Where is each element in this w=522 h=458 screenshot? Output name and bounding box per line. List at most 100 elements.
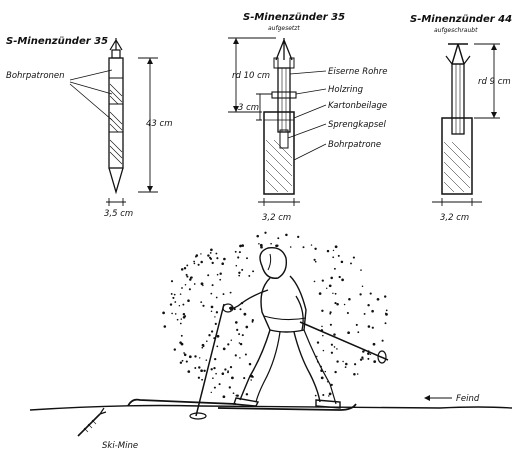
snow-dot — [170, 292, 173, 295]
snow-dot — [328, 392, 332, 396]
snow-dot — [332, 292, 334, 295]
snow-dot — [245, 325, 249, 329]
snow-dot — [314, 247, 317, 251]
snow-dot — [222, 347, 226, 351]
snow-dot — [198, 357, 201, 359]
snow-dot — [336, 348, 338, 350]
snow-dot — [200, 282, 204, 286]
snow-dot — [219, 278, 222, 281]
snow-dot — [367, 303, 370, 307]
snow-dot — [329, 323, 332, 326]
snow-dot — [215, 296, 218, 299]
snow-dot — [321, 309, 324, 313]
height-dimension — [138, 57, 158, 193]
snow-dot — [182, 313, 186, 316]
snow-dot — [238, 333, 241, 336]
snow-dot — [232, 392, 235, 395]
snow-dot — [197, 376, 201, 379]
figure-2-s-mine-fuze-35-attached: S-Minenzünder 35 aufgesetzt rd 10 cm 3 c… — [228, 12, 387, 223]
snow-dot — [248, 362, 252, 366]
snow-dot — [187, 370, 191, 373]
snow-dot — [184, 284, 187, 286]
snow-dot — [359, 293, 362, 296]
top-dimension-label: rd 9 cm — [478, 77, 511, 87]
snow-dot — [234, 354, 237, 357]
snow-dot — [200, 301, 203, 303]
fuze-prongs — [275, 38, 293, 61]
snow-dot — [210, 248, 213, 252]
snow-dot — [235, 264, 238, 267]
snow-dot — [202, 304, 205, 307]
cartridges-leaders — [69, 69, 113, 121]
snow-dot — [348, 298, 351, 301]
skier-front-leg-inner — [255, 331, 281, 403]
width-label: 3,5 cm — [104, 209, 133, 219]
snow-dot — [347, 331, 350, 335]
snow-dot — [318, 292, 322, 295]
snow-dot — [238, 251, 241, 254]
snow-dot — [179, 341, 182, 344]
snow-dot — [330, 276, 333, 280]
snow-dot — [264, 231, 267, 234]
snow-dot — [277, 237, 280, 240]
snow-dot — [385, 313, 388, 316]
fuze-collar — [445, 55, 471, 65]
snow-dot — [211, 284, 214, 287]
snow-dot — [245, 393, 249, 396]
snow-dot — [218, 383, 221, 386]
snow-dot — [210, 305, 214, 309]
snow-dot — [206, 340, 208, 342]
snow-dot — [270, 242, 272, 245]
snow-dot — [185, 273, 188, 276]
ski-mine-label: Ski-Mine — [102, 441, 138, 451]
snow-dot — [210, 391, 212, 394]
snowfall-dots — [162, 231, 388, 399]
snow-dot — [251, 319, 254, 322]
snow-dot — [174, 313, 177, 315]
snow-dot — [181, 287, 183, 289]
snow-dot — [322, 393, 325, 397]
snow-dot — [276, 244, 279, 247]
snow-dot — [362, 350, 365, 353]
snow-dot — [185, 360, 188, 363]
snow-dot — [212, 377, 214, 380]
snow-dot — [325, 287, 328, 290]
snow-dot — [179, 322, 182, 325]
snow-dot — [343, 303, 346, 306]
snow-dot — [320, 376, 324, 380]
snow-dot — [230, 339, 233, 342]
snow-dot — [200, 253, 202, 255]
snow-dot — [227, 343, 230, 346]
snow-dot — [228, 386, 231, 389]
enemy-label: Feind — [456, 394, 480, 404]
snow-dot — [313, 258, 316, 261]
snow-dot — [201, 346, 204, 349]
fuze-prongs — [448, 43, 468, 65]
snow-dot — [322, 334, 324, 337]
snow-dot — [216, 345, 219, 348]
skier-front-leg — [239, 329, 271, 401]
snow-dot — [367, 352, 370, 355]
cartridge-stack — [108, 57, 124, 169]
snow-dot — [222, 293, 225, 296]
hood-fold — [267, 253, 272, 271]
snow-dot — [162, 311, 165, 315]
width-label: 3,2 cm — [440, 213, 469, 223]
snow-dot — [350, 262, 352, 265]
snow-dot — [200, 260, 203, 264]
snow-dot — [208, 256, 212, 259]
snow-dot — [373, 360, 377, 363]
snow-dot — [211, 261, 214, 265]
cartridge-hatching — [265, 139, 293, 193]
snow-dot — [342, 360, 344, 363]
snow-dot — [210, 310, 213, 313]
snow-dot — [179, 361, 183, 364]
cartridge-body — [263, 111, 295, 195]
snow-dot — [333, 333, 336, 336]
snow-dot — [183, 352, 185, 354]
width-label: 3,2 cm — [262, 213, 291, 223]
snow-dot — [384, 322, 387, 325]
snow-dot — [297, 235, 300, 239]
label-wood-ring: Holzring — [328, 85, 364, 95]
snow-dot — [197, 263, 200, 266]
